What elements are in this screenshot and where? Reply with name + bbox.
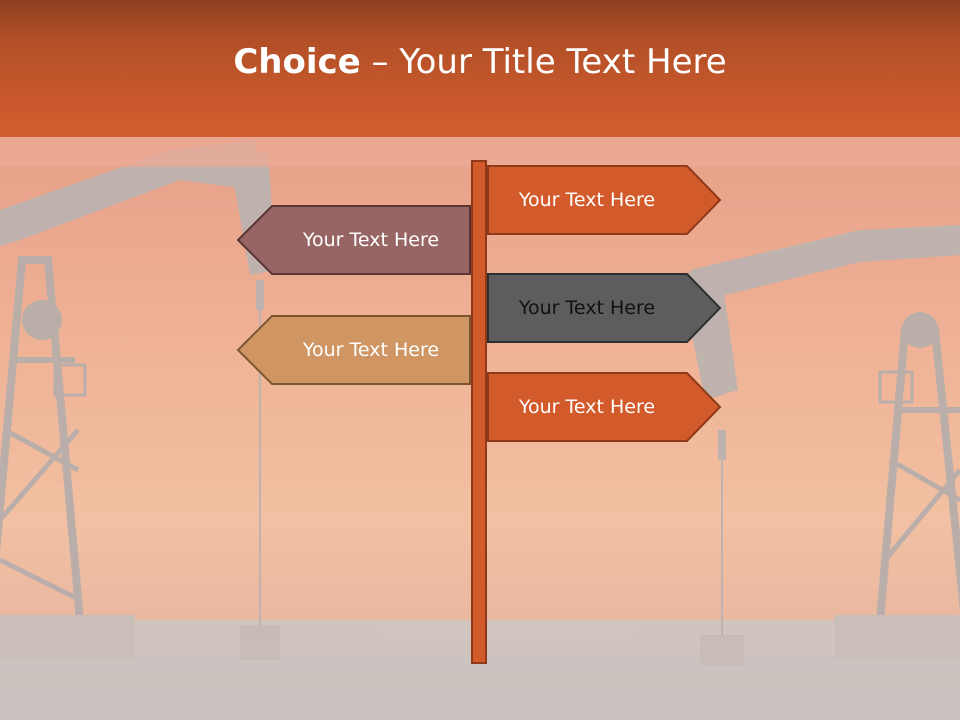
sign-left-1: Your Text Here	[236, 205, 471, 275]
slide-title: Choice – Your Title Text Here	[233, 42, 726, 82]
title-text: – Your Title Text Here	[360, 41, 727, 82]
sign-right-2: Your Text Here	[487, 273, 723, 343]
sign-shape	[236, 315, 471, 385]
sign-label: Your Text Here	[302, 339, 440, 361]
sign-shape	[487, 372, 722, 442]
title-bar: Choice – Your Title Text Here	[0, 0, 960, 137]
sign-left-2: Your Text Here	[236, 315, 471, 385]
sign-label: Your Text Here	[302, 229, 440, 251]
sign-right-1: Your Text Here	[487, 165, 723, 235]
sign-right-3: Your Text Here	[487, 372, 723, 442]
signpost-pole	[471, 160, 487, 664]
sign-label: Your Text Here	[518, 297, 656, 319]
sign-shape	[487, 273, 722, 343]
sign-shape	[236, 205, 471, 275]
sign-shape	[487, 165, 722, 235]
sign-label: Your Text Here	[518, 396, 656, 418]
title-bold-word: Choice	[233, 41, 361, 82]
sign-label: Your Text Here	[518, 189, 656, 211]
